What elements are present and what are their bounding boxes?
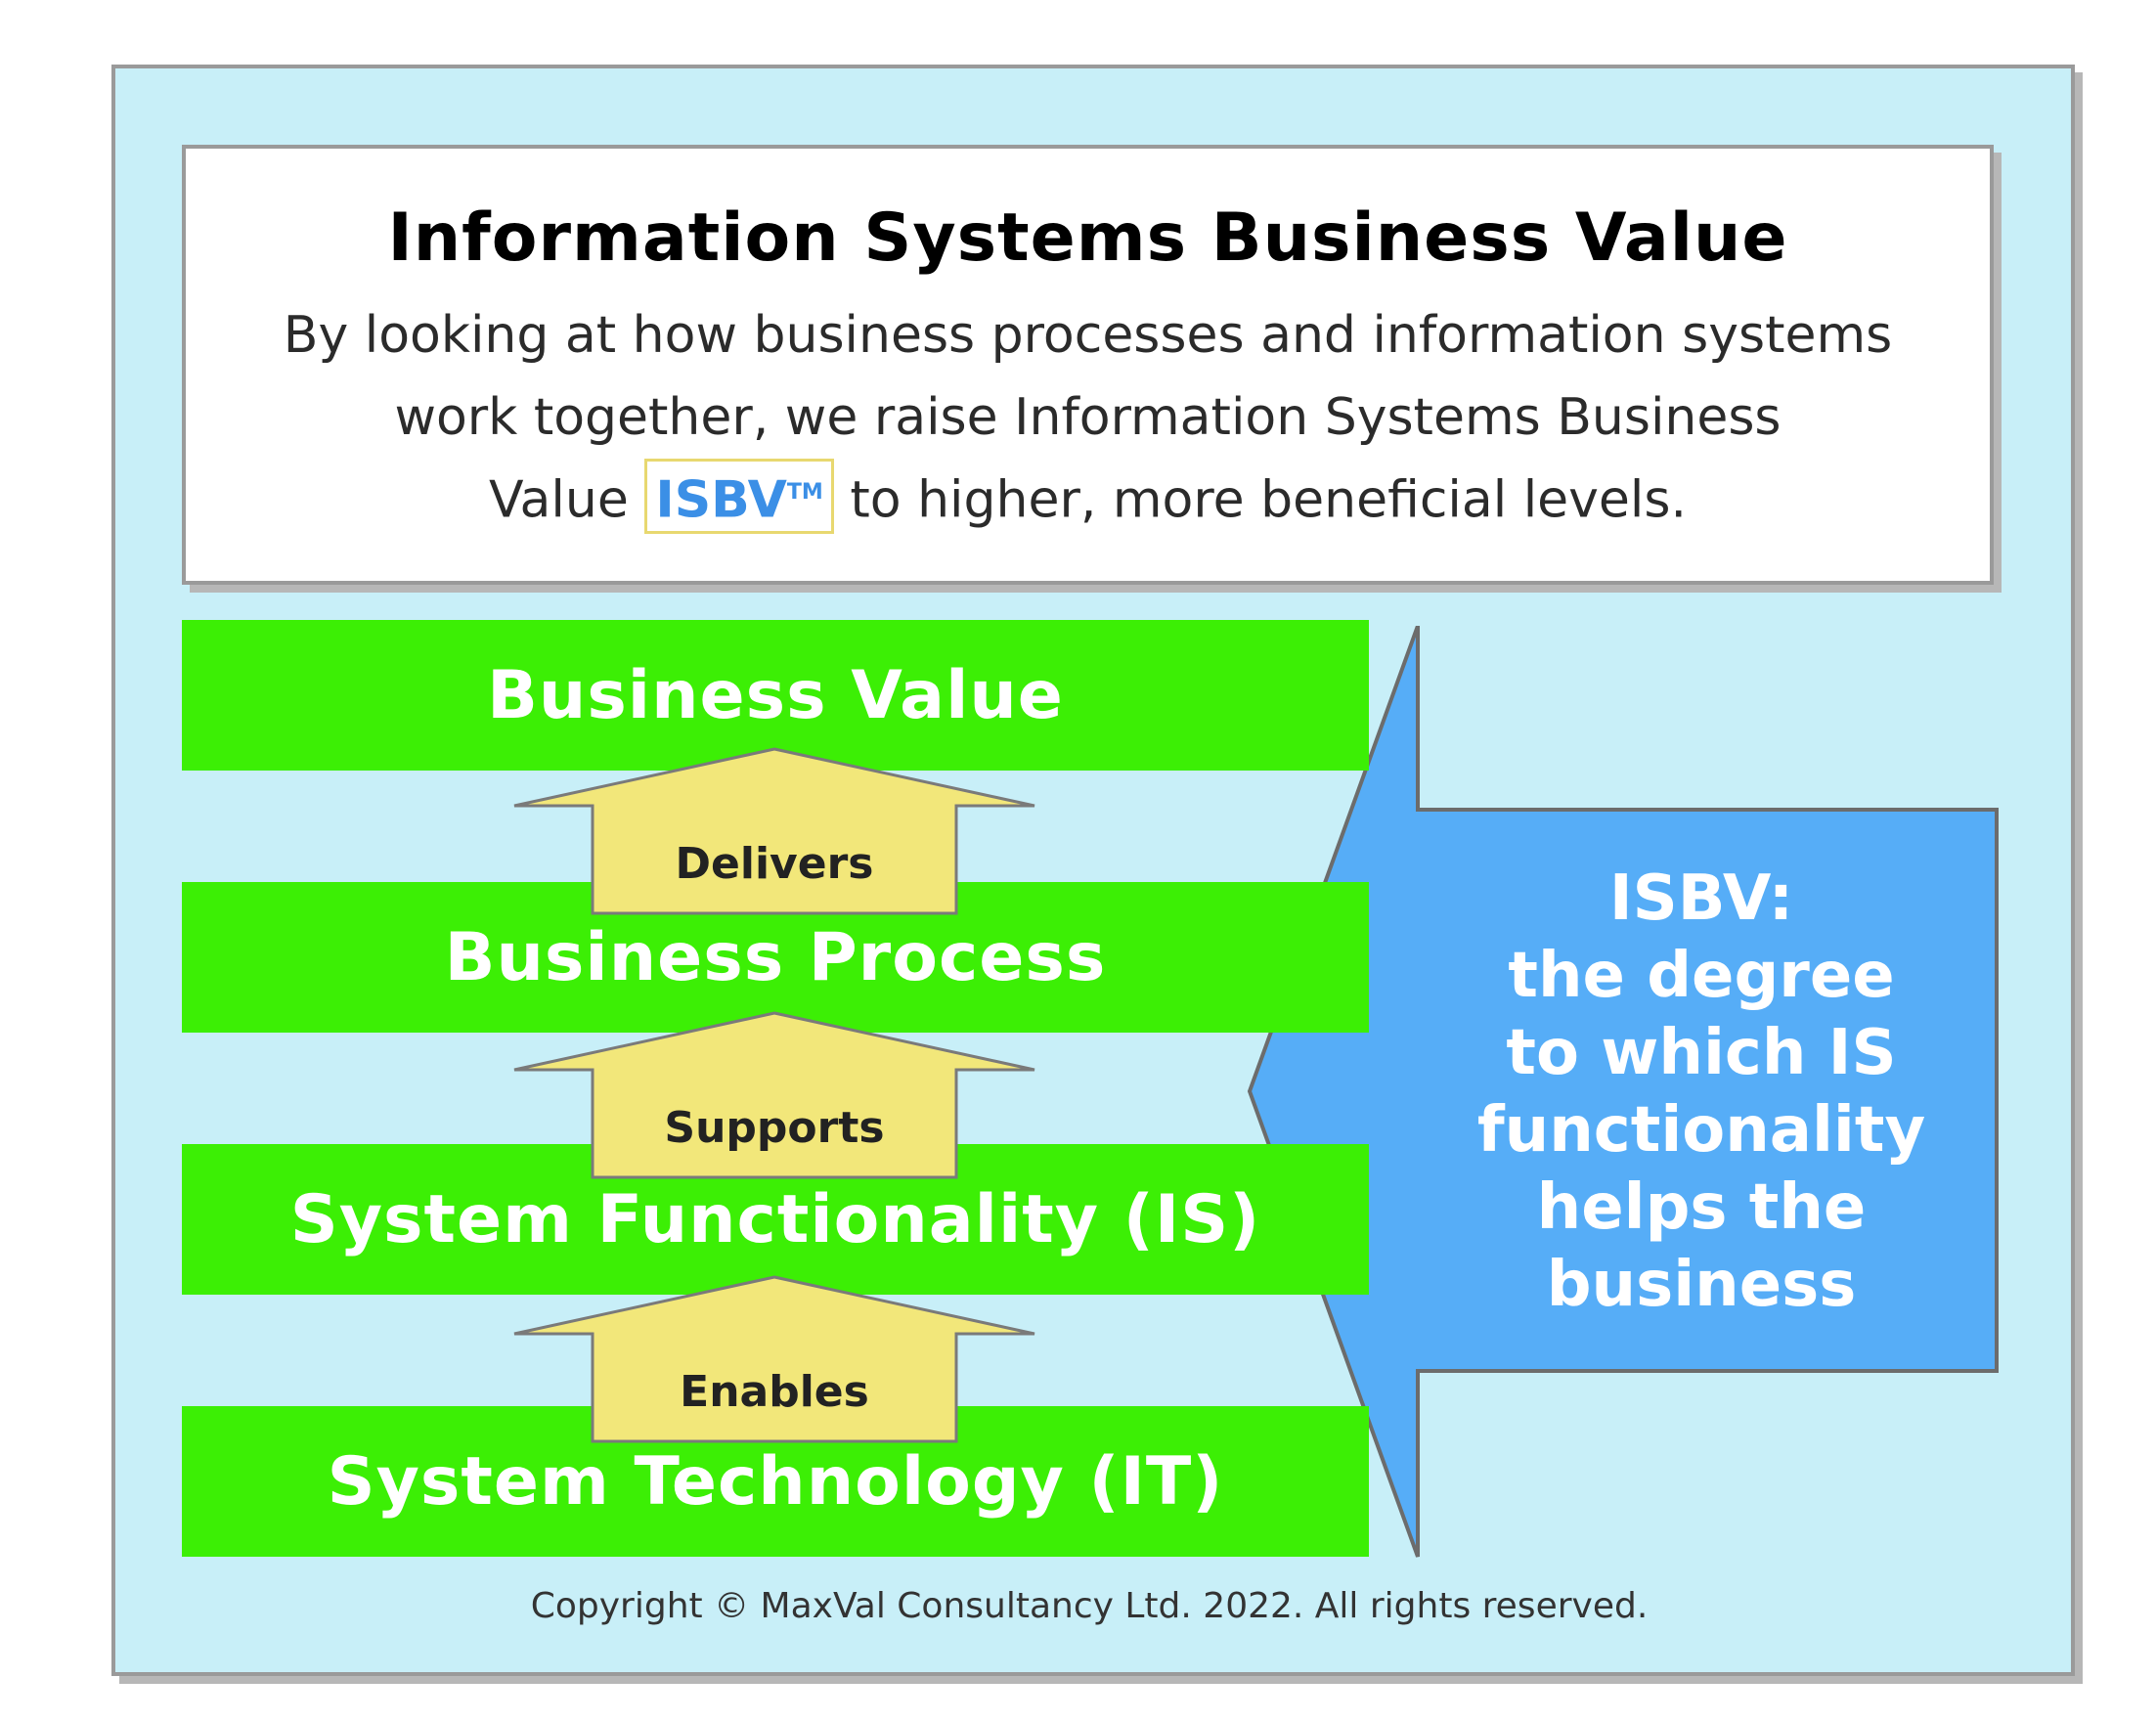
callout-line-4: functionality xyxy=(1476,1094,1926,1167)
diagram-title: Information Systems Business Value xyxy=(387,199,1788,277)
description-line-1: By looking at how business processes and… xyxy=(283,306,1893,365)
diagram-description: By looking at how business processes and… xyxy=(208,294,1968,541)
delivers-arrow: Delivers xyxy=(510,745,1038,917)
up-arrow-icon xyxy=(513,1275,1035,1443)
description-line-3-end: to higher, more beneficial levels. xyxy=(850,470,1687,530)
trademark-mark: TM xyxy=(786,480,823,505)
isbv-callout-text: ISBV: the degree to which IS functionali… xyxy=(1447,860,1956,1324)
tier-business-value: Business Value xyxy=(182,620,1369,771)
callout-line-5: helps the xyxy=(1536,1171,1867,1244)
tier-business-process: Business Process xyxy=(182,882,1369,1033)
header-box: Information Systems Business Value By lo… xyxy=(182,145,1994,585)
copyright-notice: Copyright © MaxVal Consultancy Ltd. 2022… xyxy=(530,1586,1649,1626)
callout-line-3: to which IS xyxy=(1506,1017,1897,1089)
supports-label: Supports xyxy=(664,1103,885,1153)
isbv-badge: ISBVTM xyxy=(644,459,834,535)
callout-line-2: the degree xyxy=(1508,940,1895,1012)
description-line-2: work together, we raise Information Syst… xyxy=(394,388,1782,447)
enables-arrow: Enables xyxy=(510,1273,1038,1445)
up-arrow-icon xyxy=(513,747,1035,915)
delivers-label: Delivers xyxy=(675,839,874,889)
enables-label: Enables xyxy=(680,1367,869,1417)
callout-line-1: ISBV: xyxy=(1608,862,1794,935)
description-line-3-start: Value xyxy=(489,470,629,530)
supports-arrow: Supports xyxy=(510,1009,1038,1181)
callout-line-6: business xyxy=(1546,1249,1857,1321)
isbv-badge-text: ISBV xyxy=(655,470,787,530)
up-arrow-icon xyxy=(513,1011,1035,1179)
